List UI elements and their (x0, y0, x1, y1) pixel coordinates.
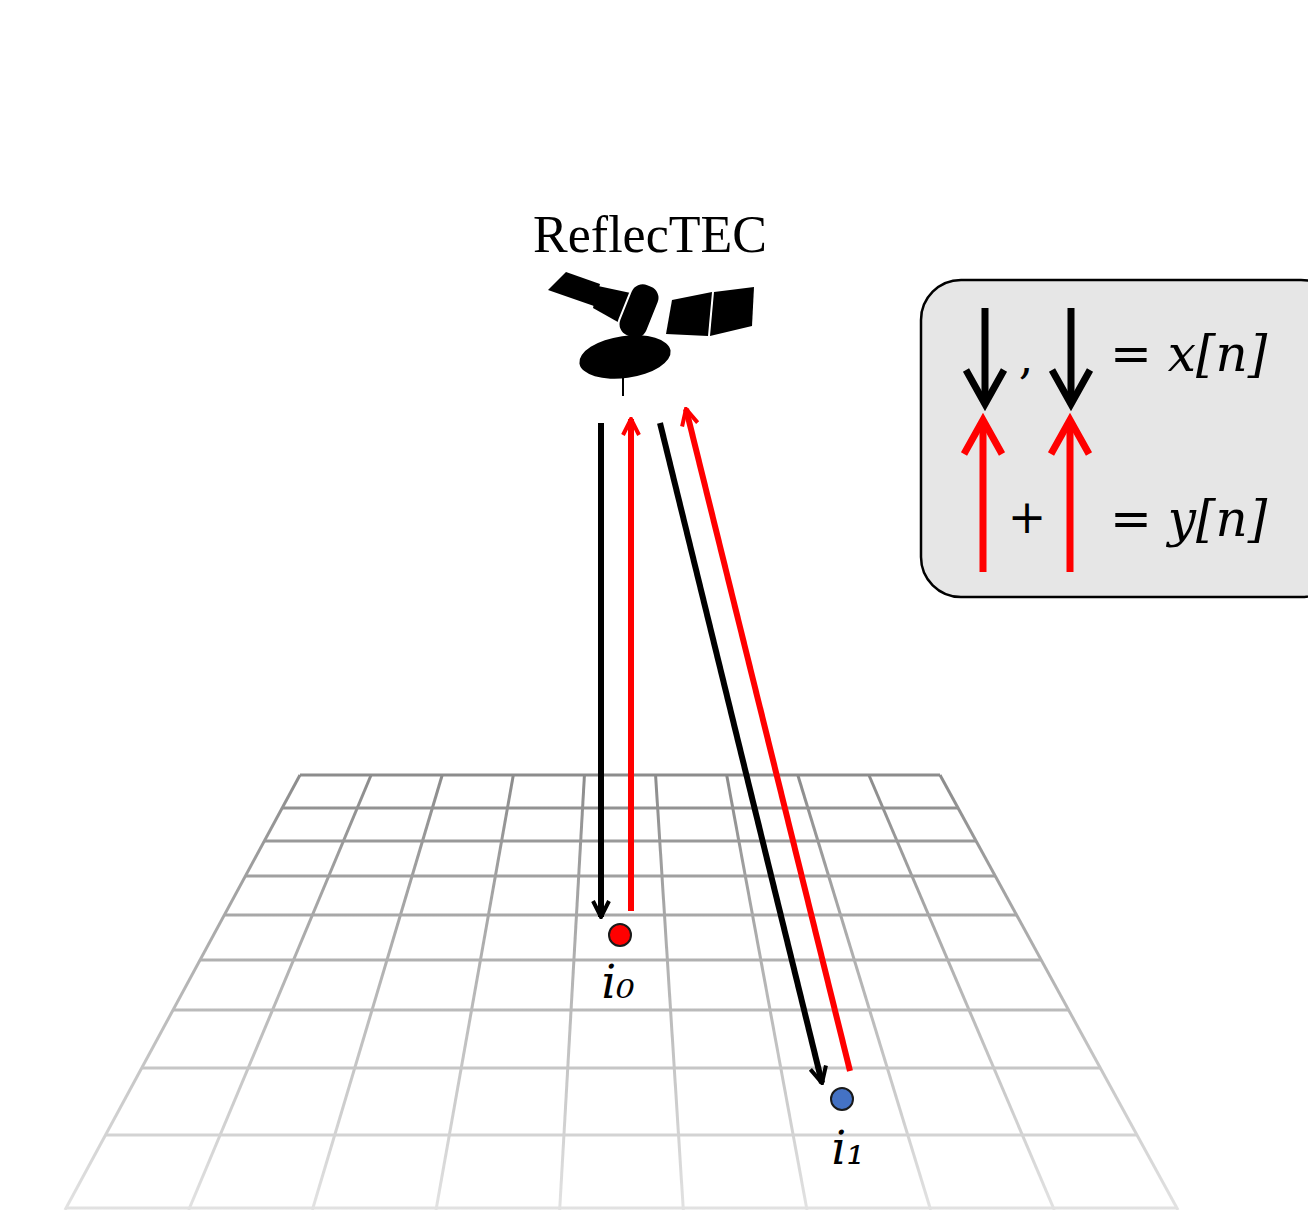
signal-arrow (598, 423, 604, 917)
signal-arrow (628, 419, 634, 911)
grid-line (106, 1134, 1137, 1137)
signal-arrow (660, 423, 822, 1083)
grid-line (224, 914, 1016, 917)
signal-arrow (686, 409, 850, 1071)
grid-line (264, 840, 976, 843)
grid-line (300, 774, 940, 777)
legend-text: = y[n] (1110, 490, 1267, 548)
satellite-node: ReflecTEC (480, 205, 820, 417)
point-label: i₀ (601, 955, 634, 1009)
grid-line (282, 807, 958, 810)
satellite-title: ReflecTEC (480, 205, 820, 264)
grid-line (66, 1207, 1177, 1210)
grid-line (142, 1067, 1101, 1070)
point-marker: i₀ (608, 923, 632, 947)
legend-operator: , (1019, 330, 1034, 384)
legend-operator: + (1008, 490, 1047, 544)
grid-line (245, 875, 995, 878)
legend-text: = x[n] (1110, 325, 1267, 383)
point-marker: i₁ (830, 1087, 854, 1111)
point-label: i₁ (831, 1121, 864, 1175)
